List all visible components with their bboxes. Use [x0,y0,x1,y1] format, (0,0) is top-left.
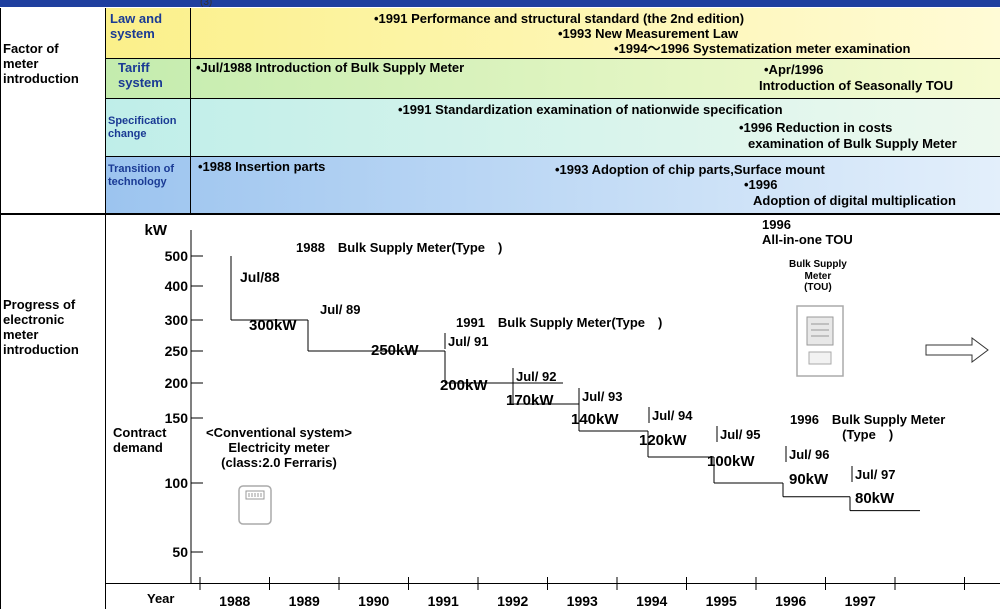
factor-heading: Factor of meter introduction [3,41,79,86]
bulk-supply-1991-annotation: 1991 Bulk Supply Meter(Type ) [456,315,663,330]
tou-annotation: 1996 All-in-one TOU [762,217,853,247]
tech-event-1996-detail: Adoption of digital multiplication [753,193,956,208]
technology-row-band [106,156,1000,213]
section-divider [0,213,1000,215]
progress-heading: Progress of electronic meter introductio… [3,297,79,357]
year-label: 1996 [775,593,806,609]
y-axis-unit-label: kW [145,222,168,239]
tariff-event-1996-detail: Introduction of Seasonally TOU [759,78,954,93]
tariff-event-1988: •Jul/1988 Introduction of Bulk Supply Me… [196,60,465,75]
step-demand-label: 250kW [371,342,419,359]
spec-event-1996-detail: examination of Bulk Supply Meter [748,136,957,151]
year-label: 1995 [706,593,737,609]
x-axis-label: Year [147,591,175,606]
specification-row-label: Specification change [108,115,177,140]
step-date-label: Jul/ 97 [855,467,895,482]
y-tick-label: 50 [172,544,188,560]
tariff-event-1996: •Apr/1996 [764,62,824,77]
bulk-supply-1988-annotation: 1988 Bulk Supply Meter(Type ) [296,240,503,255]
step-demand-label: 140kW [571,411,619,428]
year-label: 1993 [567,593,598,609]
step-demand-label: 170kW [506,392,554,409]
step-date-label: Jul/ 96 [789,447,829,462]
law-row-band [106,8,1000,58]
next-arrow-icon [925,337,989,363]
law-tariff-divider [105,58,1000,59]
tech-event-1988: •1988 Insertion parts [198,159,326,174]
year-label: 1997 [845,593,876,609]
conventional-system-annotation: <Conventional system> Electricity meter … [206,425,352,470]
tariff-row-label: Tariff system [118,60,163,90]
step-date-label: Jul/ 93 [582,389,622,404]
law-event-1993: •1993 New Measurement Law [558,26,739,41]
spec-technology-divider [105,156,1000,157]
step-date-label: Jul/ 92 [516,369,556,384]
step-date-label: Jul/ 91 [448,334,488,349]
y-axis-label: Contract demand [113,425,167,455]
tech-event-1996: •1996 [744,177,778,192]
tou-meter-label: Bulk Supply Meter (TOU) [789,259,847,293]
step-demand-label: 90kW [789,471,829,488]
year-label: 1989 [289,593,320,609]
spec-event-1996: •1996 Reduction in costs [739,120,893,135]
year-row-divider [105,583,1000,584]
step-demand-label: 100kW [707,453,755,470]
y-tick-label: 150 [165,410,189,426]
step-demand-label: 120kW [639,432,687,449]
year-label: 1988 [219,593,250,609]
spec-event-1991: •1991 Standardization examination of nat… [398,102,783,117]
table-left-border [0,8,1,609]
tech-event-1993: •1993 Adoption of chip parts,Surface mou… [555,162,825,177]
header-partial-label: (3) [200,0,213,8]
tou-meter-icon [796,305,844,377]
y-tick-label: 200 [165,375,189,391]
bulk-supply-1996-annotation: 1996 Bulk Supply Meter (Type ) [790,412,946,442]
y-tick-label: 300 [165,312,189,328]
year-label: 1991 [428,593,459,609]
law-row-label: Law and system [110,11,163,41]
y-tick-label: 250 [165,343,189,359]
step-date-label: Jul/ 95 [720,427,760,442]
year-label: 1992 [497,593,528,609]
tariff-row-band [106,58,1000,98]
header-bar: (3) [0,0,1000,8]
step-date-label: Jul/88 [240,269,280,285]
conventional-meter-icon [238,485,272,525]
technology-row-label: Transition of technology [108,163,174,188]
step-date-label: Jul/ 94 [652,408,693,423]
label-column-divider [105,8,106,609]
law-event-1994: •1994～1996 Systematization meter examina… [614,41,911,56]
year-label: 1990 [358,593,389,609]
specification-row-band [106,98,1000,156]
step-demand-label: 200kW [440,377,488,394]
step-demand-label: 300kW [249,317,297,334]
step-demand-label: 80kW [855,490,895,507]
tariff-spec-divider [105,98,1000,99]
y-tick-label: 400 [165,278,189,294]
y-tick-label: 100 [165,475,189,491]
row-label-divider [190,8,191,213]
law-event-1991: •1991 Performance and structural standar… [374,11,745,26]
year-label: 1994 [636,593,667,609]
y-tick-label: 500 [165,248,189,264]
step-date-label: Jul/ 89 [320,302,360,317]
